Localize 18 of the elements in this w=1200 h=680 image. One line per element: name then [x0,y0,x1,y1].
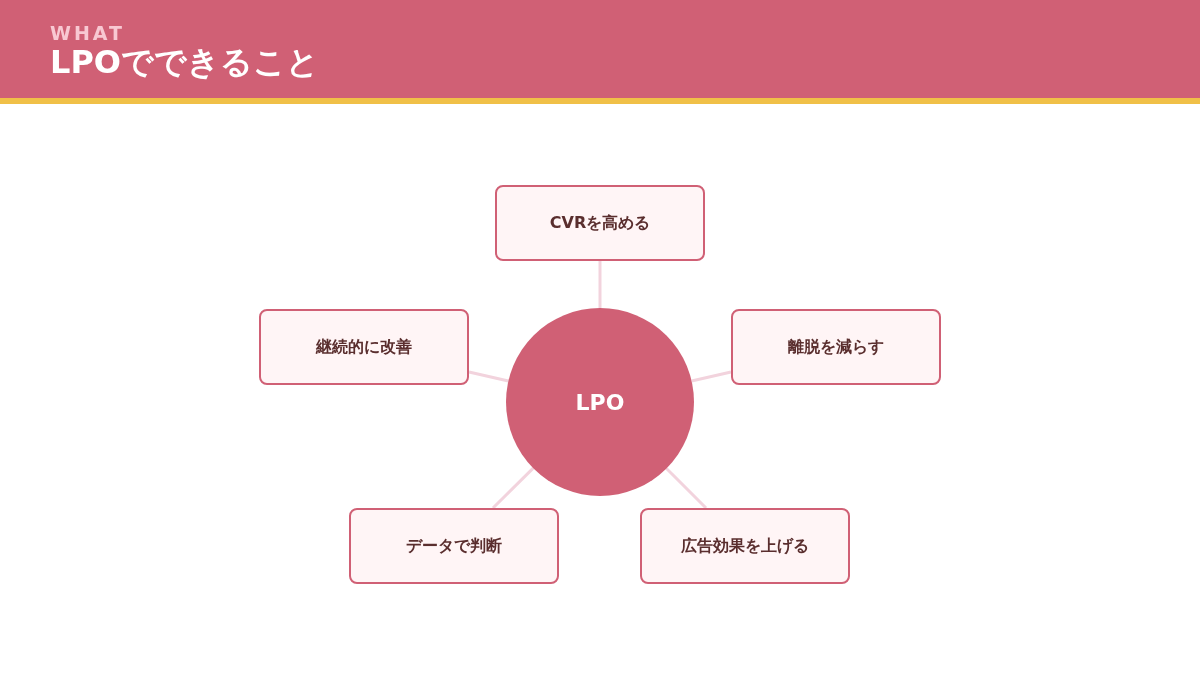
benefit-label: CVRを高める [549,212,651,234]
section-label: WHAT [50,24,126,43]
connector-line [491,467,535,510]
benefit-box [495,185,705,261]
benefit-label: 継続的に改善 [316,336,412,358]
connector-line [468,370,509,383]
benefit-box [349,508,559,584]
benefit-box [259,309,469,385]
hub-label: LPO [575,388,625,417]
benefit-box [731,309,941,385]
benefit-label: 広告効果を上げる [681,535,809,557]
benefit-label: データで判断 [406,535,502,557]
benefit-label: 離脱を減らす [788,336,884,358]
connector-line [665,467,708,510]
benefit-box [640,508,850,584]
connector-line [598,261,602,308]
connector-line [691,370,732,383]
page-title: LPOでできること [50,46,320,78]
